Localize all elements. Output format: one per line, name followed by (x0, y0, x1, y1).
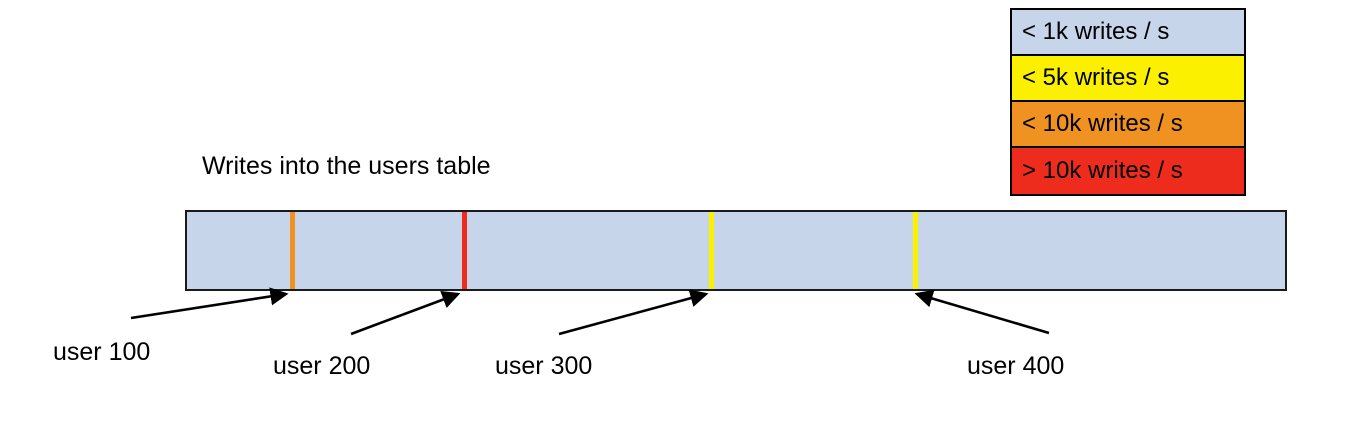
arrow-user-100 (130, 287, 289, 320)
legend-entry-gt-10k: > 10k writes / s (1012, 148, 1244, 194)
arrow-user-300 (558, 289, 709, 336)
legend: < 1k writes / s < 5k writes / s < 10k wr… (1010, 8, 1246, 196)
legend-entry-label: < 10k writes / s (1022, 110, 1183, 137)
axis-label-user-300: user 300 (495, 352, 593, 380)
axis-label-user-100: user 100 (53, 338, 151, 366)
hotspot-stripe-user-400 (913, 212, 918, 289)
arrow-user-200 (350, 290, 461, 336)
legend-entry-label: < 5k writes / s (1022, 64, 1170, 91)
axis-label-user-200: user 200 (273, 352, 371, 380)
axis-label-user-400: user 400 (967, 352, 1065, 380)
hotspot-stripe-user-300 (709, 212, 714, 289)
legend-entry-lt-5k: < 5k writes / s (1012, 56, 1244, 102)
hotspot-stripe-user-100 (290, 212, 295, 289)
hotspot-stripe-user-200 (462, 212, 467, 289)
legend-entry-label: > 10k writes / s (1022, 157, 1183, 184)
legend-entry-lt-10k: < 10k writes / s (1012, 102, 1244, 148)
legend-entry-lt-1k: < 1k writes / s (1012, 10, 1244, 56)
chart-title: Writes into the users table (202, 152, 491, 180)
legend-entry-label: < 1k writes / s (1022, 18, 1170, 45)
users-table-bar (185, 210, 1287, 291)
arrow-user-400 (914, 289, 1050, 335)
